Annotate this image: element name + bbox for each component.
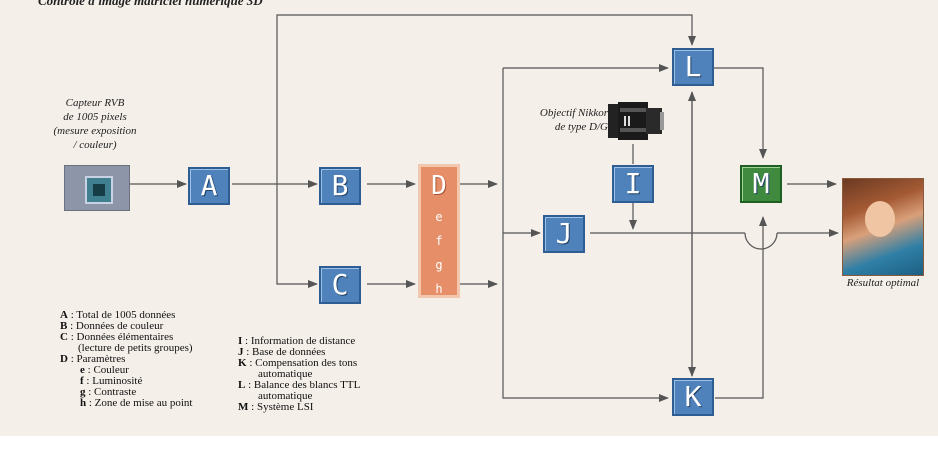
lens-caption: Objectif Nikkor de type D/G [539, 107, 608, 133]
box-l-label: L [684, 50, 702, 83]
box-c: C [319, 266, 361, 304]
nikkor-lens-image [608, 102, 664, 140]
legend-item: J : Base de données [238, 346, 326, 358]
legend-item: g : Contraste [80, 386, 137, 398]
box-a-label: A [200, 169, 218, 202]
legend-item: A : Total de 1005 données [60, 309, 176, 321]
legend-item: C : Données élémentaires [60, 331, 174, 343]
box-l: L [672, 48, 714, 86]
legend-item: e : Couleur [80, 364, 129, 376]
legend-item: (lecture de petits groupes) [78, 342, 193, 354]
legend-item: f : Luminosité [80, 375, 143, 387]
box-d-f: f [435, 234, 443, 248]
legend-item: automatique [258, 390, 313, 402]
legend-item: M : Système LSI [238, 401, 314, 413]
legend-item: h : Zone de mise au point [80, 397, 193, 409]
rgb-sensor-image [64, 165, 130, 211]
result-photo [842, 178, 924, 276]
box-m: M [740, 165, 782, 203]
box-b: B [319, 167, 361, 205]
legend-right: I : Information de distance J : Base de … [238, 336, 360, 413]
box-j: J [543, 215, 585, 253]
legend-item: automatique [258, 368, 313, 380]
legend-item: L : Balance des blancs TTL [238, 379, 361, 391]
box-m-label: M [752, 167, 770, 200]
box-d: D e f g h [418, 164, 460, 298]
box-i-label: I [624, 167, 642, 200]
box-k-label: K [684, 380, 702, 413]
box-d-h: h [435, 282, 443, 296]
box-c-label: C [331, 268, 349, 301]
box-k: K [672, 378, 714, 416]
box-d-g: g [435, 258, 443, 272]
diagram-title: Contrôle d'image matriciel numérique 3D [38, 0, 263, 8]
box-j-label: J [555, 217, 573, 250]
diagram-panel [0, 0, 938, 436]
legend-item: B : Données de couleur [60, 320, 164, 332]
box-d-e: e [435, 210, 443, 224]
legend-item: K : Compensation des tons [238, 357, 358, 369]
sensor-caption: Capteur RVB de 1005 pixels (mesure expos… [53, 97, 137, 151]
legend-item: I : Information de distance [238, 335, 356, 347]
box-d-label: D [431, 171, 447, 201]
result-caption: Résultat optimal [846, 277, 920, 289]
box-a: A [188, 167, 230, 205]
legend-item: D : Paramètres [60, 353, 126, 365]
legend-left: A : Total de 1005 données B : Données de… [60, 310, 193, 409]
box-i: I [612, 165, 654, 203]
box-b-label: B [331, 169, 349, 202]
